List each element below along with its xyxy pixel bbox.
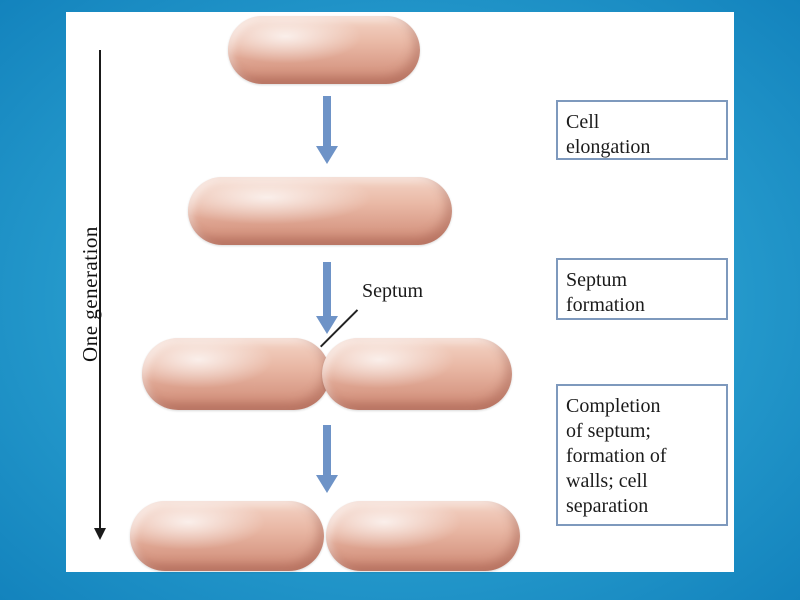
- stage-label-cell-elongation: Cell elongation: [556, 100, 728, 160]
- daughter-cell-right: [326, 501, 520, 571]
- septum-label: Septum: [362, 280, 424, 302]
- down-arrow-icon: [316, 262, 338, 334]
- stage-label-septum-formation: Septum formation: [556, 258, 728, 320]
- timeline-arrowhead-icon: [94, 528, 106, 540]
- stage-label-cell-separation: Completion of septum; formation of walls…: [556, 384, 728, 526]
- daughter-cell-left: [130, 501, 324, 571]
- generation-timeline-arrow: [99, 50, 101, 534]
- down-arrow-icon: [316, 96, 338, 164]
- initial-cell: [228, 16, 420, 84]
- dividing-cell-right: [322, 338, 512, 410]
- diagram-panel: One generation Septum Cell elongation Se…: [66, 12, 734, 572]
- down-arrow-icon: [316, 425, 338, 493]
- generation-axis-label: One generation: [78, 226, 102, 362]
- elongated-cell: [188, 177, 452, 245]
- dividing-cell-left: [142, 338, 330, 410]
